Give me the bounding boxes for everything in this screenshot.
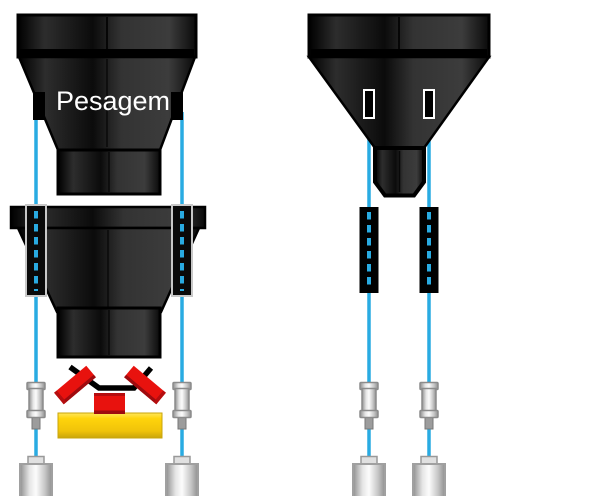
belt-feeder xyxy=(54,364,166,439)
feeder-base xyxy=(57,412,163,439)
load-cell-right xyxy=(412,455,446,496)
turnbuckle-right xyxy=(172,381,192,430)
load-cell-right xyxy=(165,455,199,496)
cable-bracket-left xyxy=(33,92,45,120)
turnbuckle-left xyxy=(26,381,46,430)
roller-left xyxy=(54,365,96,405)
cable-slot-left xyxy=(363,89,375,119)
tension-rail-left xyxy=(359,207,379,293)
tension-rails xyxy=(25,204,193,297)
load-cell-left xyxy=(352,455,386,496)
discharge-hopper xyxy=(9,205,207,359)
turnbuckle-right xyxy=(419,381,439,430)
load-cell-left xyxy=(19,455,53,496)
cable-bracket-right xyxy=(171,92,183,120)
tension-rail-right xyxy=(419,207,439,293)
weighing-hopper: Pesagem xyxy=(16,13,198,196)
left-assembly: Pesagem xyxy=(9,13,207,496)
right-assembly xyxy=(306,13,492,496)
cable-slot-right xyxy=(423,89,435,119)
hopper-cone xyxy=(306,55,492,150)
roller-center xyxy=(94,393,125,414)
tension-rails xyxy=(359,207,439,293)
roller-right xyxy=(124,365,166,405)
conical-hopper xyxy=(306,13,492,198)
turnbuckle-left xyxy=(359,381,379,430)
hopper-label: Pesagem xyxy=(56,86,170,116)
